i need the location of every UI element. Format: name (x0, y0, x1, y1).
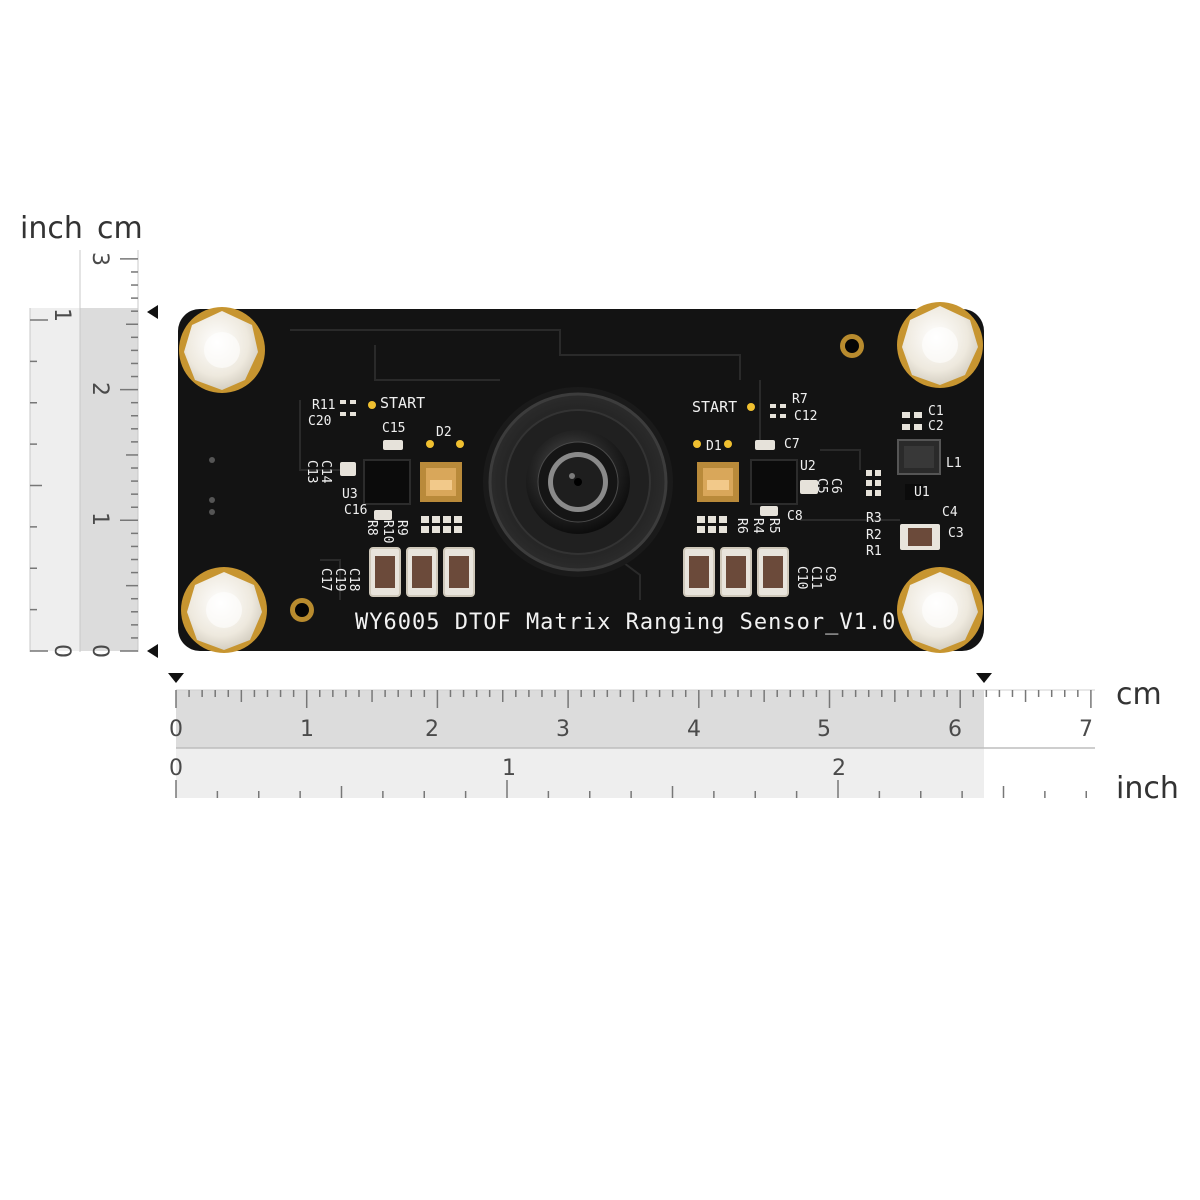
silk-r11: R11 (312, 398, 336, 413)
silk-c16: C16 (344, 503, 368, 518)
bottom-cm-label-3: 3 (556, 717, 570, 742)
bottom-inch-label-1: 1 (502, 756, 516, 781)
standoff-top-right (897, 302, 983, 388)
bottom-inch-label-2: 2 (832, 756, 846, 781)
standoff-bottom-right (897, 567, 983, 653)
bottom-cm-label-4: 4 (687, 717, 701, 742)
bottom-cm-label-6: 6 (948, 717, 962, 742)
silk-r7: R7 (792, 392, 808, 407)
left-cm-unit-label: cm (97, 211, 143, 246)
silk-d1: D1 (706, 439, 722, 454)
silk-r2: R2 (866, 528, 882, 543)
bottom-cm-unit-label: cm (1116, 677, 1162, 712)
silk-c7: C7 (784, 437, 800, 452)
silk-start-right: START (692, 398, 738, 416)
silk-start-left: START (380, 394, 426, 412)
silk-c8: C8 (787, 509, 803, 524)
bottom-inch-unit-label: inch (1116, 771, 1179, 806)
silk-c3: C3 (948, 526, 964, 541)
standoff-bottom-left (181, 567, 267, 653)
board-title: WY6005 DTOF Matrix Ranging Sensor_V1.0 (355, 610, 897, 635)
emitter-d1 (697, 462, 739, 502)
silk-d2: D2 (436, 425, 452, 440)
silk-c12: C12 (794, 409, 818, 424)
bottom-cm-label-2: 2 (425, 717, 439, 742)
standoff-top-left (179, 307, 265, 393)
camera-lens (483, 387, 673, 577)
bottom-cm-label-1: 1 (300, 717, 314, 742)
bottom-cm-label-7: 7 (1079, 717, 1093, 742)
silk-c15: C15 (382, 421, 406, 436)
silk-c2: C2 (928, 419, 944, 434)
silk-c20: C20 (308, 414, 332, 429)
silk-u2: U2 (800, 459, 816, 474)
left-inch-unit-label: inch (20, 211, 83, 246)
capacitor-group-right (683, 547, 789, 597)
silk-u3: U3 (342, 487, 358, 502)
emitter-d2 (420, 462, 462, 502)
bottom-inch-label-0: 0 (169, 756, 183, 781)
silk-r1: R1 (866, 544, 882, 559)
silk-r3: R3 (866, 511, 882, 526)
alignment-arrows (147, 305, 992, 683)
silk-l1: L1 (946, 456, 962, 471)
silk-u1: U1 (914, 485, 930, 500)
left-ruler (29, 250, 139, 652)
silk-c4: C4 (942, 505, 958, 520)
pcb-board (178, 302, 984, 653)
bottom-ruler (175, 689, 1095, 798)
bottom-cm-label-5: 5 (817, 717, 831, 742)
capacitor-group-left (369, 547, 475, 597)
bottom-cm-label-0: 0 (169, 717, 183, 742)
silk-c1: C1 (928, 404, 944, 419)
